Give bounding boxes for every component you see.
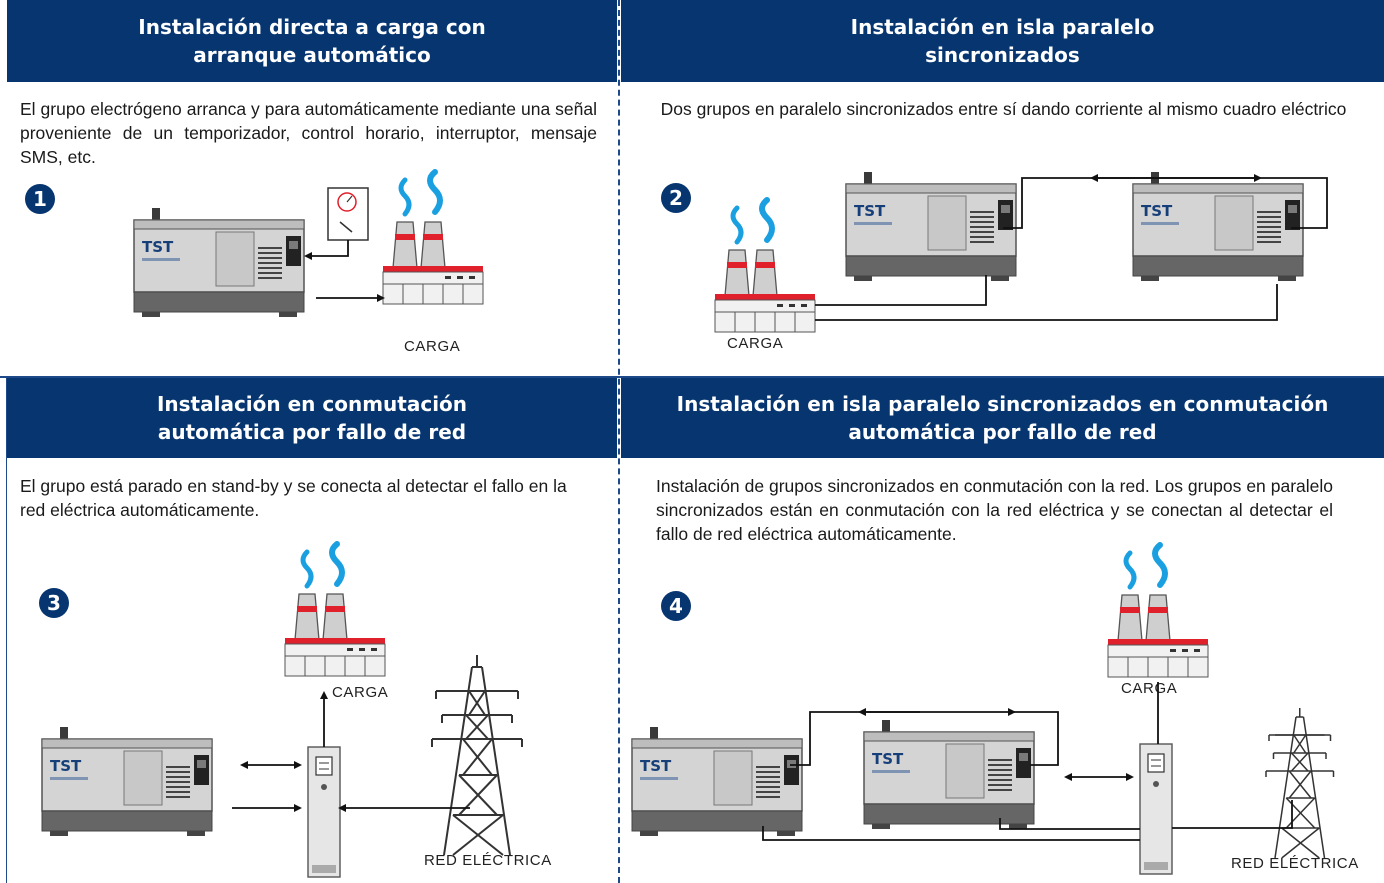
panel-2-description: Dos grupos en paralelo sincronizados ent… bbox=[660, 99, 1347, 119]
panel-1-timer bbox=[327, 187, 369, 241]
panel-3-title: Instalación en conmutación automática po… bbox=[7, 378, 617, 458]
panel-4-transfer-switch bbox=[1139, 743, 1173, 875]
panel-1-title: Instalación directa a carga con arranque… bbox=[7, 0, 617, 82]
panel-1-factory bbox=[383, 172, 483, 304]
panel-2-title: Instalación en isla paralelo sincronizad… bbox=[621, 0, 1384, 82]
panel-4-factory bbox=[1108, 545, 1208, 677]
panel-3-load-label: CARGA bbox=[332, 684, 389, 701]
step-2-badge: 2 bbox=[661, 183, 691, 213]
panel-2-factory bbox=[715, 200, 815, 332]
panel-4-generator-b bbox=[863, 719, 1035, 830]
panel-4-load-label: CARGA bbox=[1121, 680, 1178, 697]
panel-3-pylon bbox=[431, 654, 523, 856]
panel-2-load-label: CARGA bbox=[727, 335, 784, 352]
panel-4: Instalación en isla paralelo sincronizad… bbox=[621, 378, 1384, 883]
panel-4-generator-a bbox=[631, 726, 803, 837]
panel-3-generator bbox=[41, 726, 213, 837]
panel-1-load-label: CARGA bbox=[404, 338, 461, 355]
panel-1-generator bbox=[133, 207, 305, 318]
left-frame-line bbox=[6, 378, 7, 883]
panel-3-transfer-switch bbox=[307, 746, 341, 878]
step-3-badge: 3 bbox=[39, 588, 69, 618]
panel-3-factory bbox=[285, 544, 385, 676]
panel-4-title: Instalación en isla paralelo sincronizad… bbox=[621, 378, 1384, 458]
panel-1: Instalación directa a carga con arranque… bbox=[0, 0, 617, 376]
panel-3-description: El grupo está parado en stand-by y se co… bbox=[20, 476, 567, 520]
panel-1-description: El grupo electrógeno arranca y para auto… bbox=[20, 99, 597, 167]
step-4-badge: 4 bbox=[661, 591, 691, 621]
panel-2-generator-a bbox=[845, 171, 1017, 282]
panel-3-grid-label: RED ELÉCTRICA bbox=[424, 852, 552, 869]
vertical-divider bbox=[618, 0, 620, 883]
panel-3: Instalación en conmutación automática po… bbox=[0, 378, 617, 883]
panel-4-grid-label: RED ELÉCTRICA bbox=[1231, 855, 1359, 872]
panel-2-generator-b bbox=[1132, 171, 1304, 282]
panel-2: Instalación en isla paralelo sincronizad… bbox=[621, 0, 1384, 376]
panel-4-description: Instalación de grupos sincronizados en c… bbox=[656, 476, 1333, 544]
horizontal-separator bbox=[0, 376, 1384, 378]
step-1-badge: 1 bbox=[25, 184, 55, 214]
panel-4-pylon bbox=[1265, 707, 1335, 859]
